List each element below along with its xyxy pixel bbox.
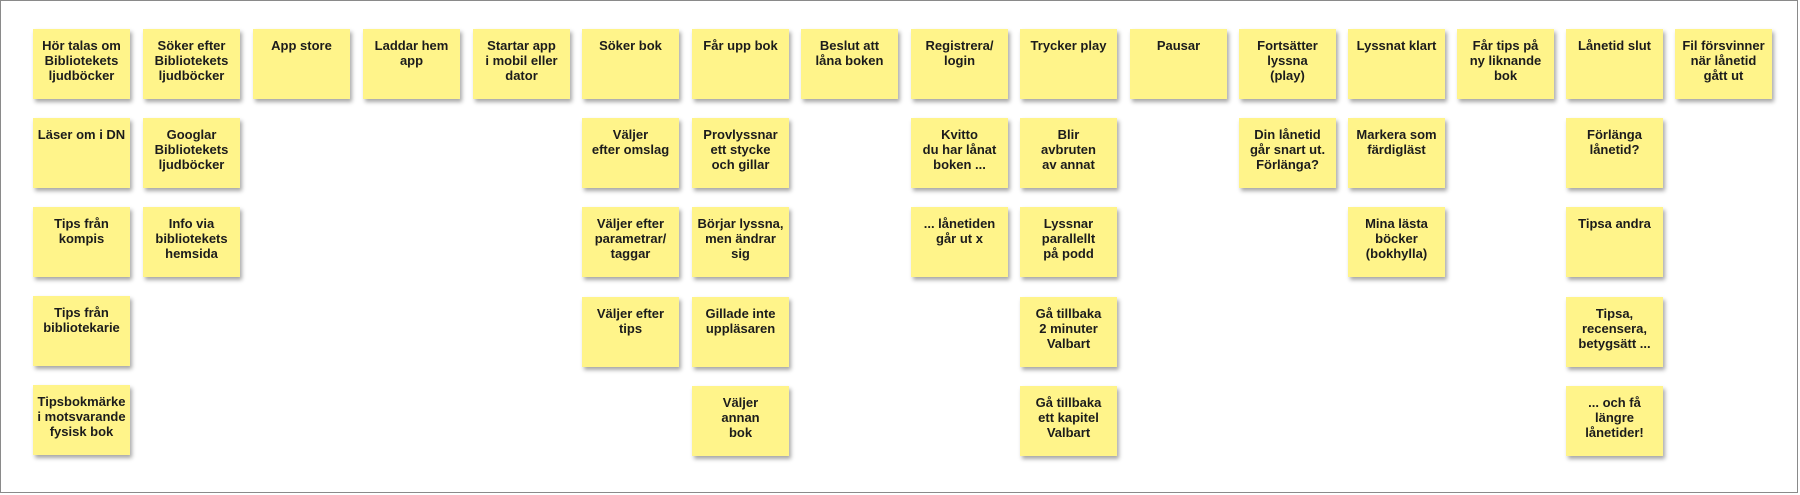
sticky-note[interactable]: Provlyssnar ett stycke och gillar	[692, 118, 789, 188]
sticky-note[interactable]: Börjar lyssna, men ändrar sig	[692, 207, 789, 277]
sticky-note[interactable]: Din lånetid går snart ut. Förlänga?	[1239, 118, 1336, 188]
sticky-note[interactable]: App store	[253, 29, 350, 99]
sticky-note[interactable]: Mina lästa böcker (bokhylla)	[1348, 207, 1445, 277]
sticky-note[interactable]: Läser om i DN	[33, 118, 130, 188]
sticky-note[interactable]: Gå tillbaka ett kapitel Valbart	[1020, 386, 1117, 456]
sticky-note[interactable]: Väljer efter omslag	[582, 118, 679, 188]
sticky-note[interactable]: Tipsa andra	[1566, 207, 1663, 277]
sticky-note[interactable]: Förlänga lånetid?	[1566, 118, 1663, 188]
sticky-note[interactable]: ... och få längre lånetider!	[1566, 386, 1663, 456]
sticky-note[interactable]: Tips från kompis	[33, 207, 130, 277]
sticky-note[interactable]: Gillade inte uppläsaren	[692, 297, 789, 367]
sticky-note[interactable]: Lyssnar parallellt på podd	[1020, 207, 1117, 277]
sticky-note[interactable]: Trycker play	[1020, 29, 1117, 99]
sticky-note[interactable]: Fortsätter lyssna (play)	[1239, 29, 1336, 99]
sticky-note[interactable]: Söker efter Bibliotekets ljudböcker	[143, 29, 240, 99]
sticky-note[interactable]: Pausar	[1130, 29, 1227, 99]
sticky-note[interactable]: Lyssnat klart	[1348, 29, 1445, 99]
sticky-note[interactable]: Startar app i mobil eller dator	[473, 29, 570, 99]
sticky-note[interactable]: ... lånetiden går ut x	[911, 207, 1008, 277]
sticky-note[interactable]: Väljer annan bok	[692, 386, 789, 456]
sticky-note[interactable]: Väljer efter tips	[582, 297, 679, 367]
sticky-note[interactable]: Söker bok	[582, 29, 679, 99]
sticky-note[interactable]: Tipsbokmärke i motsvarande fysisk bok	[33, 385, 130, 455]
sticky-note[interactable]: Registrera/ login	[911, 29, 1008, 99]
sticky-note[interactable]: Googlar Bibliotekets ljudböcker	[143, 118, 240, 188]
sticky-note[interactable]: Gå tillbaka 2 minuter Valbart	[1020, 297, 1117, 367]
sticky-note[interactable]: Kvitto du har lånat boken ...	[911, 118, 1008, 188]
sticky-note[interactable]: Lånetid slut	[1566, 29, 1663, 99]
sticky-note[interactable]: Fil försvinner när lånetid gått ut	[1675, 29, 1772, 99]
sticky-note[interactable]: Beslut att låna boken	[801, 29, 898, 99]
sticky-note[interactable]: Hör talas om Bibliotekets ljudböcker	[33, 29, 130, 99]
sticky-note[interactable]: Info via bibliotekets hemsida	[143, 207, 240, 277]
sticky-note[interactable]: Tips från bibliotekarie	[33, 296, 130, 366]
sticky-note[interactable]: Får tips på ny liknande bok	[1457, 29, 1554, 99]
sticky-note[interactable]: Väljer efter parametrar/ taggar	[582, 207, 679, 277]
sticky-note[interactable]: Laddar hem app	[363, 29, 460, 99]
sticky-note[interactable]: Markera som färdigläst	[1348, 118, 1445, 188]
sticky-note[interactable]: Får upp bok	[692, 29, 789, 99]
sticky-note[interactable]: Tipsa, recensera, betygsätt ...	[1566, 297, 1663, 367]
sticky-note[interactable]: Blir avbruten av annat	[1020, 118, 1117, 188]
